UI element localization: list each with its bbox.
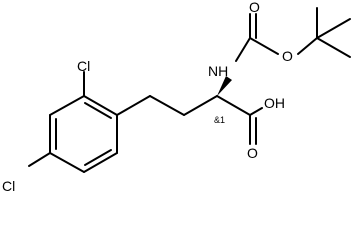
acid-oh-bond xyxy=(249,107,263,116)
acid-c-bond xyxy=(216,95,251,116)
carbamate-oc-bond xyxy=(249,37,279,55)
tbu-o-bond xyxy=(297,37,318,55)
ring-inner-bond-3 xyxy=(84,149,112,166)
carbonyl-oxygen-label: O xyxy=(249,0,260,15)
cl-bond-bottom xyxy=(28,152,51,167)
stereo-wedge-bond xyxy=(217,76,232,96)
ring-bond-4 xyxy=(49,152,85,173)
nh-bond-top xyxy=(235,37,251,62)
acid-oxygen-label: O xyxy=(247,145,258,161)
hydroxyl-label: OH xyxy=(264,95,285,111)
ester-oxygen-label: O xyxy=(282,48,293,64)
tbu-methyl-2 xyxy=(316,18,351,39)
atom-labels: Cl Cl NH O O OH O &1 xyxy=(2,0,293,194)
chlorine-label-bottom: Cl xyxy=(2,178,15,194)
chain-bond-3 xyxy=(183,95,218,116)
ring-inner-bond-1 xyxy=(84,102,112,119)
chain-bond-2 xyxy=(149,95,185,116)
chemical-structure: Cl Cl NH O O OH O &1 xyxy=(2,0,351,194)
bonds xyxy=(28,7,351,173)
chain-bond-1 xyxy=(116,95,151,116)
ring-bond-5 xyxy=(83,152,118,173)
nh-label: NH xyxy=(208,63,228,79)
chlorine-label-top: Cl xyxy=(77,58,90,74)
stereo-descriptor: &1 xyxy=(214,115,225,125)
ring-bond-1 xyxy=(83,95,118,116)
tbu-methyl-3 xyxy=(316,37,351,58)
ring-bond-2 xyxy=(49,95,85,116)
